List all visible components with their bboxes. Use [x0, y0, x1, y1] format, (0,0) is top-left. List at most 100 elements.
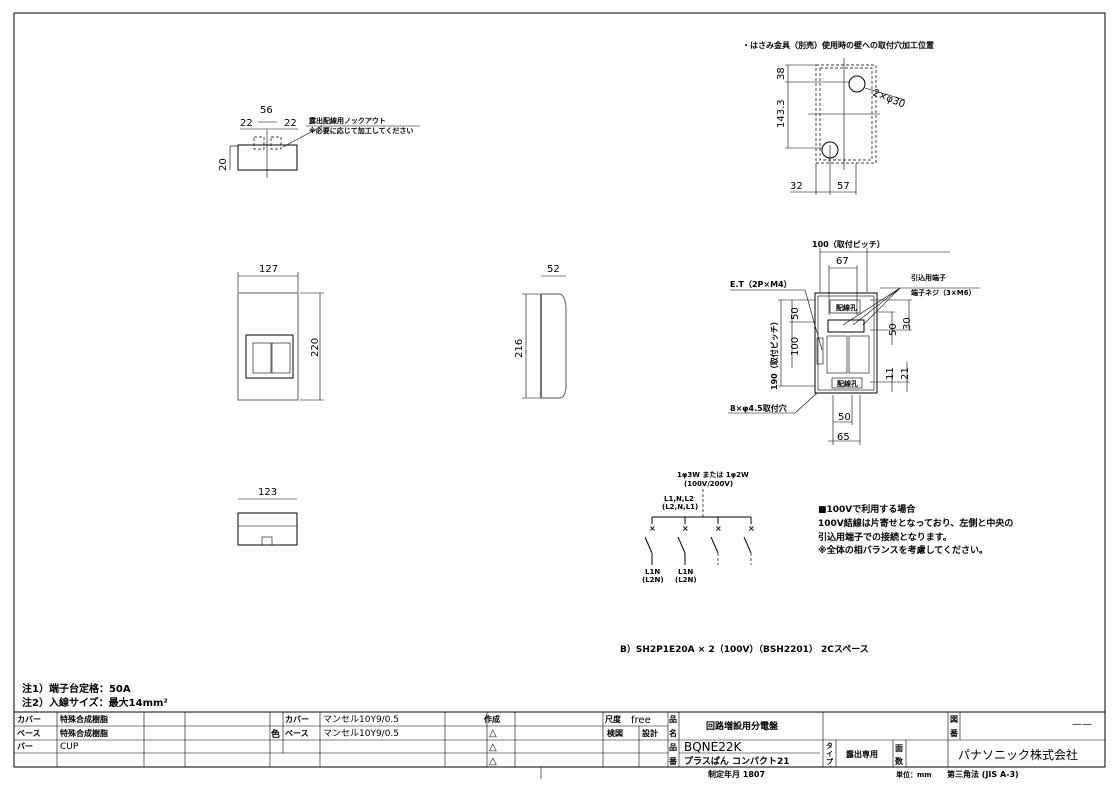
- color-value: マンセル10Y9/0.5: [323, 714, 399, 725]
- dim-127: 127: [259, 264, 278, 275]
- dim-32: 32: [790, 181, 803, 192]
- dim-52: 52: [547, 264, 560, 275]
- terminal-label: 引込用端子: [911, 273, 946, 282]
- wiring-hole-top: 配線孔: [836, 303, 857, 312]
- svg-text:×: ×: [649, 524, 656, 533]
- material-value: CUP: [60, 742, 79, 752]
- output-1-alt: (L2N): [642, 576, 664, 584]
- dim-21: 21: [900, 367, 911, 380]
- number-label: 番: [668, 756, 678, 766]
- mounting-title: ・はさみ金具（別売）使用時の壁への取付穴加工位置: [742, 40, 934, 50]
- revision-mark: △: [489, 742, 497, 753]
- dim-100: 100: [790, 337, 801, 356]
- dim-38: 38: [776, 67, 787, 80]
- et-label: E.T（2P×M4）: [730, 279, 792, 289]
- top-view: 56 22 22 20 露出配線用ノックアウト ※必要に応じて加工してください: [218, 105, 420, 178]
- dim-143-3: 143.3: [776, 99, 787, 128]
- phase-label: L1,N,L2: [664, 495, 694, 503]
- internal-detail-view: 100（取付ピッチ） 67 E.T（2P×M4） 引込用端子 端子ネジ（3×M6…: [728, 239, 980, 445]
- drawing-no-label: 番: [949, 728, 959, 738]
- output-2-alt: (L2N): [675, 576, 697, 584]
- drawing-no: ——: [1072, 719, 1092, 730]
- dim-56: 56: [260, 105, 273, 116]
- terminal-screw-label: 端子ネジ（3×M6）: [911, 288, 976, 297]
- material-part: カバー: [17, 715, 41, 724]
- material-value: 特殊合成樹脂: [60, 714, 108, 724]
- company-name: パナソニック株式会社: [958, 747, 1078, 762]
- supply-label: 1φ3W または 1φ2W: [677, 470, 749, 479]
- projection-label: 第三角法 (JIS A-3): [947, 769, 1019, 779]
- dim-11: 11: [885, 367, 896, 380]
- wiring-diagram: 1φ3W または 1φ2W (100V/200V) L1,N,L2 (L2,N,…: [620, 470, 1013, 655]
- dim-190-pitch: 190（取付ピッチ）: [769, 317, 779, 390]
- note-100v-line1: 100V結線は片寄せとなっており、左側と中央の: [818, 517, 1013, 529]
- output-1: L1N: [645, 568, 660, 576]
- dim-50-upper: 50: [790, 307, 801, 320]
- dim-20: 20: [218, 158, 229, 171]
- dim-123: 123: [258, 487, 277, 498]
- note-1: 注1）端子台定格：50A: [22, 682, 131, 695]
- dim-22-left: 22: [240, 118, 253, 129]
- check-label: 検図: [607, 728, 623, 738]
- dim-50-right: 50: [888, 323, 899, 336]
- dim-67: 67: [836, 256, 849, 267]
- breaker-spec: B）SH2P1E20A × 2（100V）（BSH2201） 2Cスペース: [620, 644, 869, 655]
- dim-57: 57: [837, 181, 850, 192]
- branch-4: ×: [743, 517, 755, 565]
- scale-label: 尺度: [605, 714, 622, 724]
- dim-220: 220: [310, 338, 321, 357]
- branch-1: ×: [644, 517, 656, 565]
- wiring-hole-bottom: 配線孔: [837, 379, 858, 388]
- revision-mark: △: [489, 756, 497, 767]
- type-label: イ: [826, 750, 833, 758]
- branch-2: ×: [677, 517, 689, 565]
- type-value: 露出専用: [846, 749, 878, 759]
- material-part: バー: [17, 742, 33, 751]
- color-part: カバー: [285, 715, 309, 724]
- title-block: カバー 特殊合成樹脂 ベース 特殊合成樹脂 バー CUP 色 カバー マンセル1…: [14, 711, 1105, 779]
- faces-label: 面: [895, 744, 903, 753]
- front-view: 127 220: [237, 264, 324, 401]
- sheet-frame: [13, 12, 1106, 768]
- type-label: タ: [826, 741, 833, 750]
- voltage-label: (100V/200V): [684, 480, 733, 488]
- knockout-note-sub: ※必要に応じて加工してください: [309, 126, 413, 135]
- svg-text:×: ×: [748, 524, 755, 533]
- note-100v-line2: 引込用端子での接続となります。: [818, 531, 952, 543]
- bottom-view: 123: [237, 487, 298, 546]
- dim-100-pitch: 100（取付ピッチ）: [812, 239, 885, 249]
- design-label: 設計: [642, 728, 658, 738]
- material-part: ベース: [17, 729, 41, 738]
- knockout-note: 露出配線用ノックアウト: [309, 116, 386, 125]
- type-label: プ: [826, 757, 834, 766]
- product-name: 回路増設用分電盤: [706, 720, 779, 732]
- product-series: プラスばん コンパクト21: [684, 755, 789, 767]
- dim-65: 65: [837, 432, 850, 443]
- revision-mark: △: [489, 728, 497, 739]
- dim-30: 30: [902, 317, 913, 330]
- note-2: 注2）入線サイズ：最大14mm²: [22, 696, 168, 709]
- number-label: 品: [669, 743, 677, 752]
- note-100v-line3: ※全体の相バランスを考慮してください。: [818, 544, 988, 556]
- mounting-holes-label: 8×φ4.5取付穴: [730, 403, 787, 413]
- drawing-no-label: 図: [950, 715, 958, 724]
- dim-22-right: 22: [284, 118, 297, 129]
- name-label: 名: [669, 728, 677, 738]
- faces-label: 数: [895, 756, 904, 766]
- material-value: 特殊合成樹脂: [60, 728, 108, 738]
- unit-label: 単位：mm: [896, 770, 932, 779]
- revision-header: 作成: [484, 714, 500, 724]
- svg-text:×: ×: [682, 524, 689, 533]
- output-2: L1N: [678, 568, 693, 576]
- svg-text:×: ×: [715, 524, 722, 533]
- note-100v-title: ■100Vで利用する場合: [818, 503, 916, 515]
- model-number: BQNE22K: [684, 740, 743, 754]
- color-value: マンセル10Y9/0.5: [323, 728, 399, 739]
- name-label: 品: [669, 715, 677, 724]
- established-date: 制定年月 1807: [708, 769, 765, 779]
- branch-3: ×: [710, 517, 722, 565]
- color-label: 色: [271, 728, 280, 740]
- scale-value: free: [631, 715, 651, 726]
- mounting-hole-layout: ・はさみ金具（別売）使用時の壁への取付穴加工位置 38 143.3 2×φ30 …: [742, 40, 934, 195]
